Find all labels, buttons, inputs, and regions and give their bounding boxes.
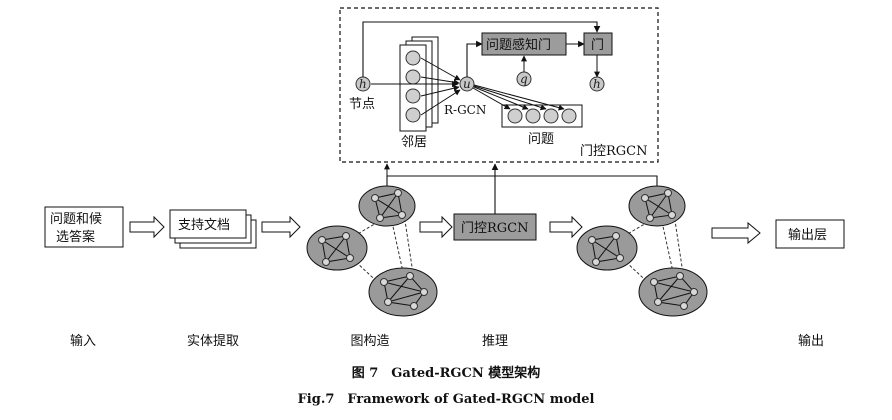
h-to-gate-line [362, 21, 601, 77]
stage-label-graph-construction: 图构造 [350, 334, 390, 349]
output-box [775, 219, 845, 249]
node-h-symbol: h [359, 77, 367, 91]
neighbor-node [405, 69, 421, 85]
graphs-to-module-line [386, 175, 658, 186]
neighbor-to-u-arrow [420, 85, 460, 97]
docs-box-label: 支持文档 [178, 218, 230, 233]
node-h-out-circle [589, 76, 605, 92]
input-box-line2: 选答案 [56, 229, 95, 245]
question-label: 问题 [528, 132, 554, 147]
question-node [525, 108, 541, 124]
stage-label-reasoning: 推理 [481, 334, 509, 349]
flow-arrow-4 [549, 215, 583, 239]
gate-box [583, 32, 613, 56]
neighbor-node [405, 107, 421, 123]
u-to-question-arrow [473, 86, 529, 110]
flow-arrow-3 [419, 215, 453, 239]
gate-label: 门 [591, 38, 604, 53]
gated-module-frame [339, 7, 659, 163]
question-aware-gate-label: 问题感知门 [486, 37, 551, 53]
stage-label-entity-extraction: 实体提取 [186, 334, 240, 349]
gated-rgcn-diagram: h 节点 邻居 u R-GCN 问题感知门 q 门 h 问题 门控RGCN [44, 7, 845, 317]
docs-box [169, 209, 247, 239]
output-box-label: 输出层 [788, 227, 827, 243]
stage-label-output: 输出 [797, 334, 825, 349]
input-box [44, 206, 124, 248]
node-q-symbol: q [520, 72, 528, 86]
question-node [507, 108, 523, 124]
node-label: 节点 [349, 97, 375, 112]
stage-label-input: 输入 [69, 334, 97, 349]
flow-arrow-5 [711, 221, 761, 245]
graph-cluster-right [576, 185, 708, 317]
flow-arrow-1 [129, 215, 165, 239]
reasoning-box-label: 门控RGCN [461, 221, 529, 236]
neighbor-to-u-arrow [420, 76, 460, 86]
node-u-symbol: u [463, 77, 471, 91]
question-node [543, 108, 559, 124]
neighbor-node [405, 88, 421, 104]
neighbor-to-u-arrow [420, 89, 461, 116]
node-h-out-symbol: h [593, 77, 601, 91]
module-title: 门控RGCN [580, 144, 648, 159]
graph-cluster-left [306, 185, 438, 317]
caption-en: Fig.7 Framework of Gated-RGCN model [297, 392, 595, 407]
input-box-line1: 问题和候 [50, 212, 102, 227]
u-to-qgate-line [466, 40, 483, 77]
u-to-question-arrow [473, 84, 565, 111]
rgcn-label: R-GCN [444, 103, 486, 117]
neighbor-to-u-arrow [420, 57, 461, 81]
neighbor-node [405, 50, 421, 66]
question-node [561, 108, 577, 124]
flow-arrow-2 [261, 215, 301, 239]
caption-zh: 图 7 Gated-RGCN 模型架构 [351, 366, 541, 381]
u-to-question-arrow [473, 85, 547, 111]
neighbors-label: 邻居 [401, 135, 427, 150]
u-to-question-arrow [472, 87, 511, 110]
